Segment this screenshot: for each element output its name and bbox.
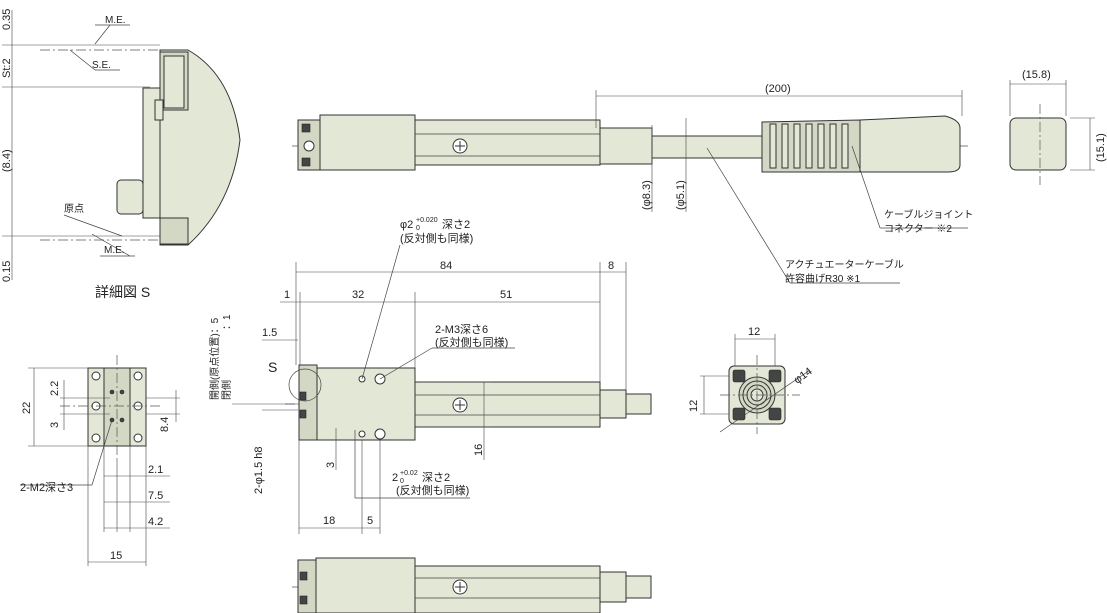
dim-5: 5 bbox=[367, 515, 373, 527]
dim-15: 1.5 bbox=[262, 327, 277, 339]
main-side-view: S 84 8 1 32 51 1.5 φ2 +0.020 0 深さ2 (反対側も… bbox=[208, 217, 652, 534]
side-label-open: 開側(原点位置)：5 bbox=[208, 317, 221, 400]
dim-1: 1 bbox=[284, 289, 290, 301]
cable-label-1: アクチュエーターケーブル bbox=[785, 258, 904, 271]
dim-22: 22 bbox=[21, 402, 33, 414]
dim-158: (15.8) bbox=[1022, 69, 1051, 81]
dim-151: (15.1) bbox=[1095, 133, 1107, 162]
dim-84-end: 8.4 bbox=[159, 417, 171, 432]
me-top-label: M.E. bbox=[105, 15, 126, 26]
dim-3-end: 3 bbox=[49, 422, 61, 428]
dim-phi14: φ14 bbox=[792, 366, 815, 387]
hole-phi2-b-tol-upper: +0.02 bbox=[400, 470, 418, 477]
dim-75: 7.5 bbox=[148, 490, 163, 502]
bottom-view bbox=[292, 557, 652, 613]
dim-12-left: 12 bbox=[688, 400, 700, 412]
m2-label: 2-M2深さ3 bbox=[20, 481, 73, 494]
pin-label: 2-φ1.5 h8 bbox=[253, 447, 265, 495]
dim-42: 4.2 bbox=[148, 516, 163, 528]
dim-32: 32 bbox=[352, 289, 364, 301]
dim-12-top: 12 bbox=[748, 326, 760, 338]
dim-3: 3 bbox=[325, 462, 337, 468]
side-label-closed: 閉側 ：1 bbox=[220, 314, 233, 400]
hole-phi2-b-tol-lower: 0 bbox=[400, 478, 404, 485]
end-view: 22 2.2 3 8.4 2-M2深さ3 2.1 7.5 4.2 15 bbox=[20, 355, 180, 566]
dim-84: 84 bbox=[440, 260, 452, 272]
hole-phi2-b-depth: 深さ2 bbox=[422, 471, 450, 484]
top-view: (200) (φ8.3) (φ5.1) ケーブルジョイント コネクター ※2 ア… bbox=[292, 83, 973, 285]
dim-phi83: (φ8.3) bbox=[641, 180, 653, 210]
s-label: S bbox=[268, 359, 277, 375]
dim-84: (8.4) bbox=[1, 149, 13, 172]
hole-phi2-b-note: (反対側も同様) bbox=[396, 483, 469, 497]
joint-label-1: ケーブルジョイント bbox=[884, 208, 973, 221]
dim-035: 0.35 bbox=[1, 9, 13, 30]
cable-label-2: 許容曲げR30 ※1 bbox=[785, 272, 861, 285]
hole-phi2-a-tol-upper: +0.020 bbox=[416, 217, 438, 224]
detail-s-view: M.E. S.E. 原点 M.E. 0.35 St:2 (8.4) 0.15 詳… bbox=[1, 9, 241, 300]
dim-15-end: 15 bbox=[110, 550, 122, 562]
me-bottom-label: M.E. bbox=[104, 245, 125, 256]
hole-phi2-a-depth: 深さ2 bbox=[442, 218, 470, 231]
hole-phi2-a-tol-lower: 0 bbox=[416, 225, 420, 232]
connector-end-view: (15.8) (15.1) bbox=[1009, 69, 1107, 185]
se-label: S.E. bbox=[92, 60, 111, 71]
origin-label: 原点 bbox=[64, 203, 84, 215]
dim-21: 2.1 bbox=[148, 464, 163, 476]
m3-label: 2-M3深さ6 bbox=[435, 323, 488, 336]
dim-st2: St:2 bbox=[1, 58, 13, 78]
dim-phi51: (φ5.1) bbox=[675, 180, 687, 210]
dim-22b: 2.2 bbox=[49, 381, 61, 396]
detail-s-title: 詳細図 S bbox=[95, 284, 150, 300]
hole-phi2-a: φ2 bbox=[400, 219, 413, 231]
hole-phi2-b: 2 bbox=[392, 472, 398, 484]
dim-16: 16 bbox=[473, 444, 485, 456]
dim-51: 51 bbox=[500, 289, 512, 301]
dim-200: (200) bbox=[765, 83, 791, 95]
connector-ribs bbox=[769, 123, 849, 169]
m3-note: (反対側も同様) bbox=[435, 335, 508, 349]
dim-015: 0.15 bbox=[1, 261, 13, 282]
dim-8: 8 bbox=[608, 260, 614, 272]
hole-phi2-a-note: (反対側も同様) bbox=[400, 231, 473, 245]
joint-label-2: コネクター ※2 bbox=[884, 223, 952, 235]
dim-18: 18 bbox=[323, 515, 335, 527]
front-view: 12 12 φ14 bbox=[688, 326, 815, 434]
